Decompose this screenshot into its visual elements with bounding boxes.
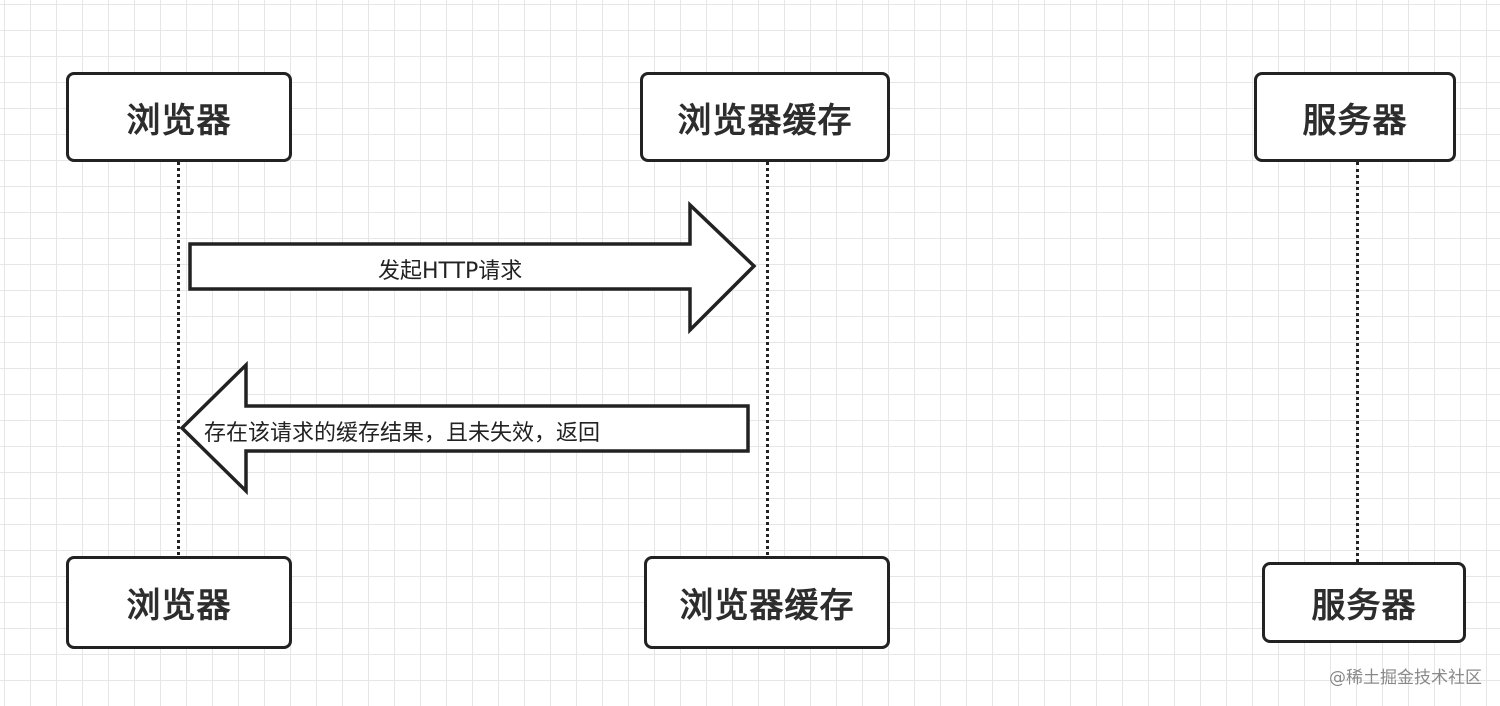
cache-lifeline (766, 162, 769, 555)
browser-participant-top: 浏览器 (66, 72, 292, 162)
server-participant-top: 服务器 (1254, 72, 1456, 162)
server-participant-bottom: 服务器 (1262, 562, 1466, 643)
server-lifeline (1356, 162, 1359, 562)
watermark-text: @稀土掘金技术社区 (1329, 668, 1482, 688)
request-arrow-label: 发起HTTP请求 (378, 259, 523, 284)
browser-lifeline (177, 162, 180, 555)
browser-participant-bottom: 浏览器 (66, 556, 292, 649)
cache-participant-top: 浏览器缓存 (640, 72, 890, 162)
response-arrow-label: 存在该请求的缓存结果，且未失效，返回 (204, 421, 601, 446)
cache-participant-bottom: 浏览器缓存 (644, 556, 890, 649)
